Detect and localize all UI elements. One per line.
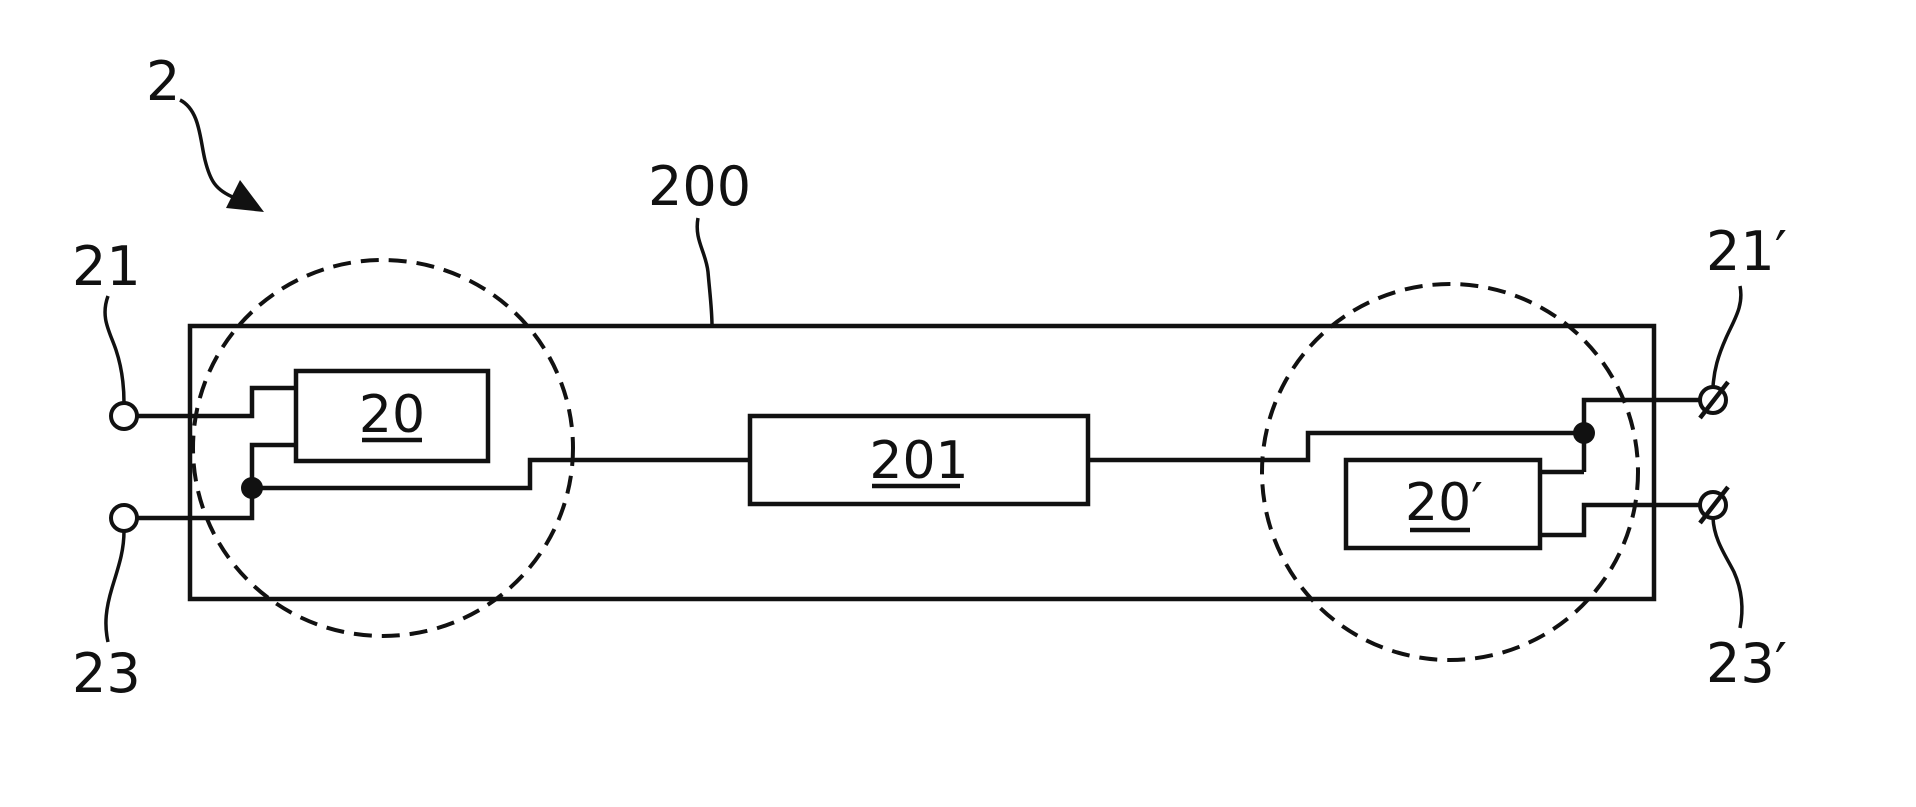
- unit-box-201-label: 201: [869, 431, 968, 491]
- terminal-21-label: 21: [72, 235, 141, 298]
- terminal-23-leader: [106, 531, 124, 642]
- junction-right: [1573, 422, 1595, 444]
- terminal-21-leader: [105, 296, 124, 403]
- housing-label: 200: [648, 155, 751, 218]
- device-leader-arrow: [180, 100, 235, 198]
- circuit-box-20-label: 20: [359, 385, 425, 445]
- terminal-23: [111, 505, 137, 531]
- junction-left: [241, 477, 263, 499]
- terminal-21prime-label: 21′: [1706, 220, 1787, 283]
- terminal-23-label: 23: [72, 642, 141, 705]
- circuit-box-20prime-label: 20′: [1405, 473, 1483, 533]
- terminal-21prime-leader: [1713, 286, 1741, 387]
- terminal-23prime-label: 23′: [1706, 632, 1787, 695]
- housing-leader: [697, 218, 712, 326]
- device-label: 2: [146, 50, 180, 113]
- terminal-23prime-leader: [1713, 518, 1742, 628]
- terminal-21: [111, 403, 137, 429]
